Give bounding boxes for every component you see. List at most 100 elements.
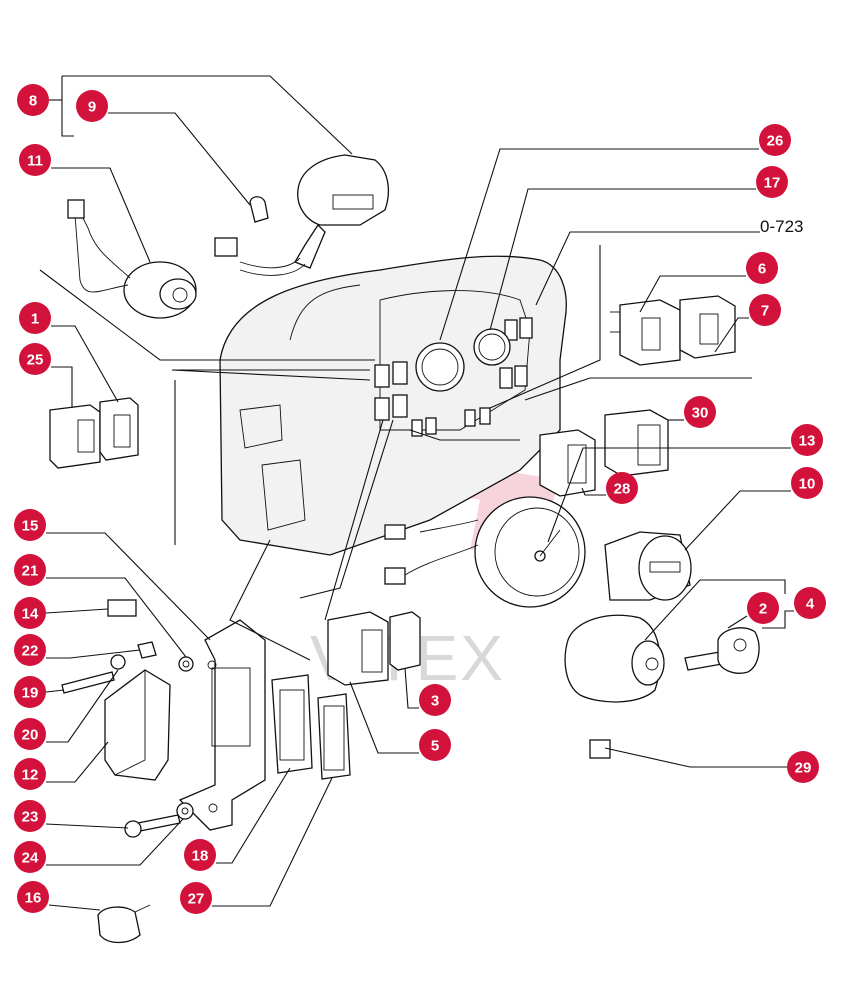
callout-circle	[14, 800, 46, 832]
callout-circle	[17, 84, 49, 116]
callout-circle	[787, 751, 819, 783]
callout-circle	[746, 252, 778, 284]
callout-number: 14	[22, 606, 39, 623]
callout-6: 6	[746, 252, 778, 284]
callout-number: 22	[22, 643, 39, 660]
box-part-12	[104, 669, 171, 781]
ignition-switch-part-4	[564, 614, 665, 703]
callout-number: 6	[758, 261, 766, 278]
callout-circle	[14, 841, 46, 873]
callout-number: 4	[806, 596, 815, 613]
callout-19: 19	[14, 676, 46, 708]
callout-circle	[14, 758, 46, 790]
callout-20: 20	[14, 718, 46, 750]
rocker-switches-part-1-25	[49, 397, 139, 469]
label-plate-part-18	[271, 674, 313, 774]
callout-circle	[794, 587, 826, 619]
callout-number: 2	[759, 601, 767, 618]
callout-25: 25	[19, 343, 51, 375]
callout-22: 22	[14, 634, 46, 666]
callout-circle	[184, 839, 216, 871]
callout-28: 28	[606, 472, 638, 504]
dashboard-panel	[219, 255, 567, 556]
fuse-part-14	[107, 599, 137, 617]
callout-18: 18	[184, 839, 216, 871]
leader-lines	[39, 75, 794, 911]
callout-23: 23	[14, 800, 46, 832]
label-plate-part-27	[317, 693, 351, 780]
callout-number: 11	[27, 153, 43, 170]
callout-number: 23	[22, 809, 39, 826]
rocker-switches-part-6-7	[610, 295, 736, 366]
callout-circle	[14, 597, 46, 629]
callout-2: 2	[747, 592, 779, 624]
callout-number: 5	[431, 738, 439, 755]
callout-number: 29	[795, 760, 812, 777]
callout-circle	[419, 684, 451, 716]
callout-number: 16	[25, 890, 42, 907]
callout-13: 13	[791, 424, 823, 456]
fasteners	[61, 641, 194, 838]
callout-number: 13	[799, 433, 816, 450]
callout-circle	[606, 472, 638, 504]
callout-number: 3	[431, 693, 439, 710]
callout-number: 1	[31, 311, 39, 328]
callout-1: 1	[19, 302, 51, 334]
callout-number: 18	[192, 848, 209, 865]
callout-number: 10	[799, 476, 816, 493]
callout-number: 8	[29, 93, 37, 110]
switch-part-5	[327, 611, 389, 686]
callout-number: 9	[88, 99, 96, 116]
callout-number: 30	[692, 405, 709, 422]
socket-part-16	[97, 904, 151, 944]
bulb-part-9	[249, 196, 269, 223]
callout-11: 11	[19, 144, 51, 176]
callout-26: 26	[759, 124, 791, 156]
callout-circle	[14, 676, 46, 708]
switch-part-30	[604, 409, 669, 477]
callout-8: 8	[17, 84, 49, 116]
callout-number: 24	[22, 850, 39, 867]
callout-number: 20	[22, 727, 39, 744]
callout-29: 29	[787, 751, 819, 783]
drawing-code: 0-723	[760, 217, 803, 236]
callout-number: 7	[761, 303, 769, 320]
callout-number: 28	[614, 481, 631, 498]
callout-circle	[14, 554, 46, 586]
callout-number: 26	[767, 133, 784, 150]
callout-16: 16	[17, 881, 49, 913]
callout-circle	[756, 166, 788, 198]
callout-number: 17	[764, 175, 781, 192]
switch-part-28	[539, 429, 596, 497]
callout-circle	[19, 343, 51, 375]
callout-12: 12	[14, 758, 46, 790]
callout-circle	[19, 302, 51, 334]
callout-7: 7	[749, 294, 781, 326]
callout-10: 10	[791, 467, 823, 499]
callout-17: 17	[756, 166, 788, 198]
lamp-housing-part-8	[214, 154, 389, 276]
callout-27: 27	[180, 882, 212, 914]
key-part-2	[684, 627, 760, 674]
callout-9: 9	[76, 90, 108, 122]
callout-circle	[747, 592, 779, 624]
callout-number: 25	[27, 352, 44, 369]
callout-circle	[14, 718, 46, 750]
callout-circle	[17, 881, 49, 913]
callout-5: 5	[419, 729, 451, 761]
socket-part-11	[67, 199, 197, 319]
tachometer-part-13	[384, 496, 586, 608]
callout-number: 15	[22, 518, 39, 535]
callout-circle	[684, 396, 716, 428]
callout-circle	[180, 882, 212, 914]
callout-number: 27	[188, 891, 205, 908]
callout-circle	[14, 509, 46, 541]
callout-circle	[759, 124, 791, 156]
callout-14: 14	[14, 597, 46, 629]
cover-part-3	[389, 611, 421, 671]
callout-circle	[419, 729, 451, 761]
callout-circle	[791, 424, 823, 456]
callout-3: 3	[419, 684, 451, 716]
callout-circle	[791, 467, 823, 499]
